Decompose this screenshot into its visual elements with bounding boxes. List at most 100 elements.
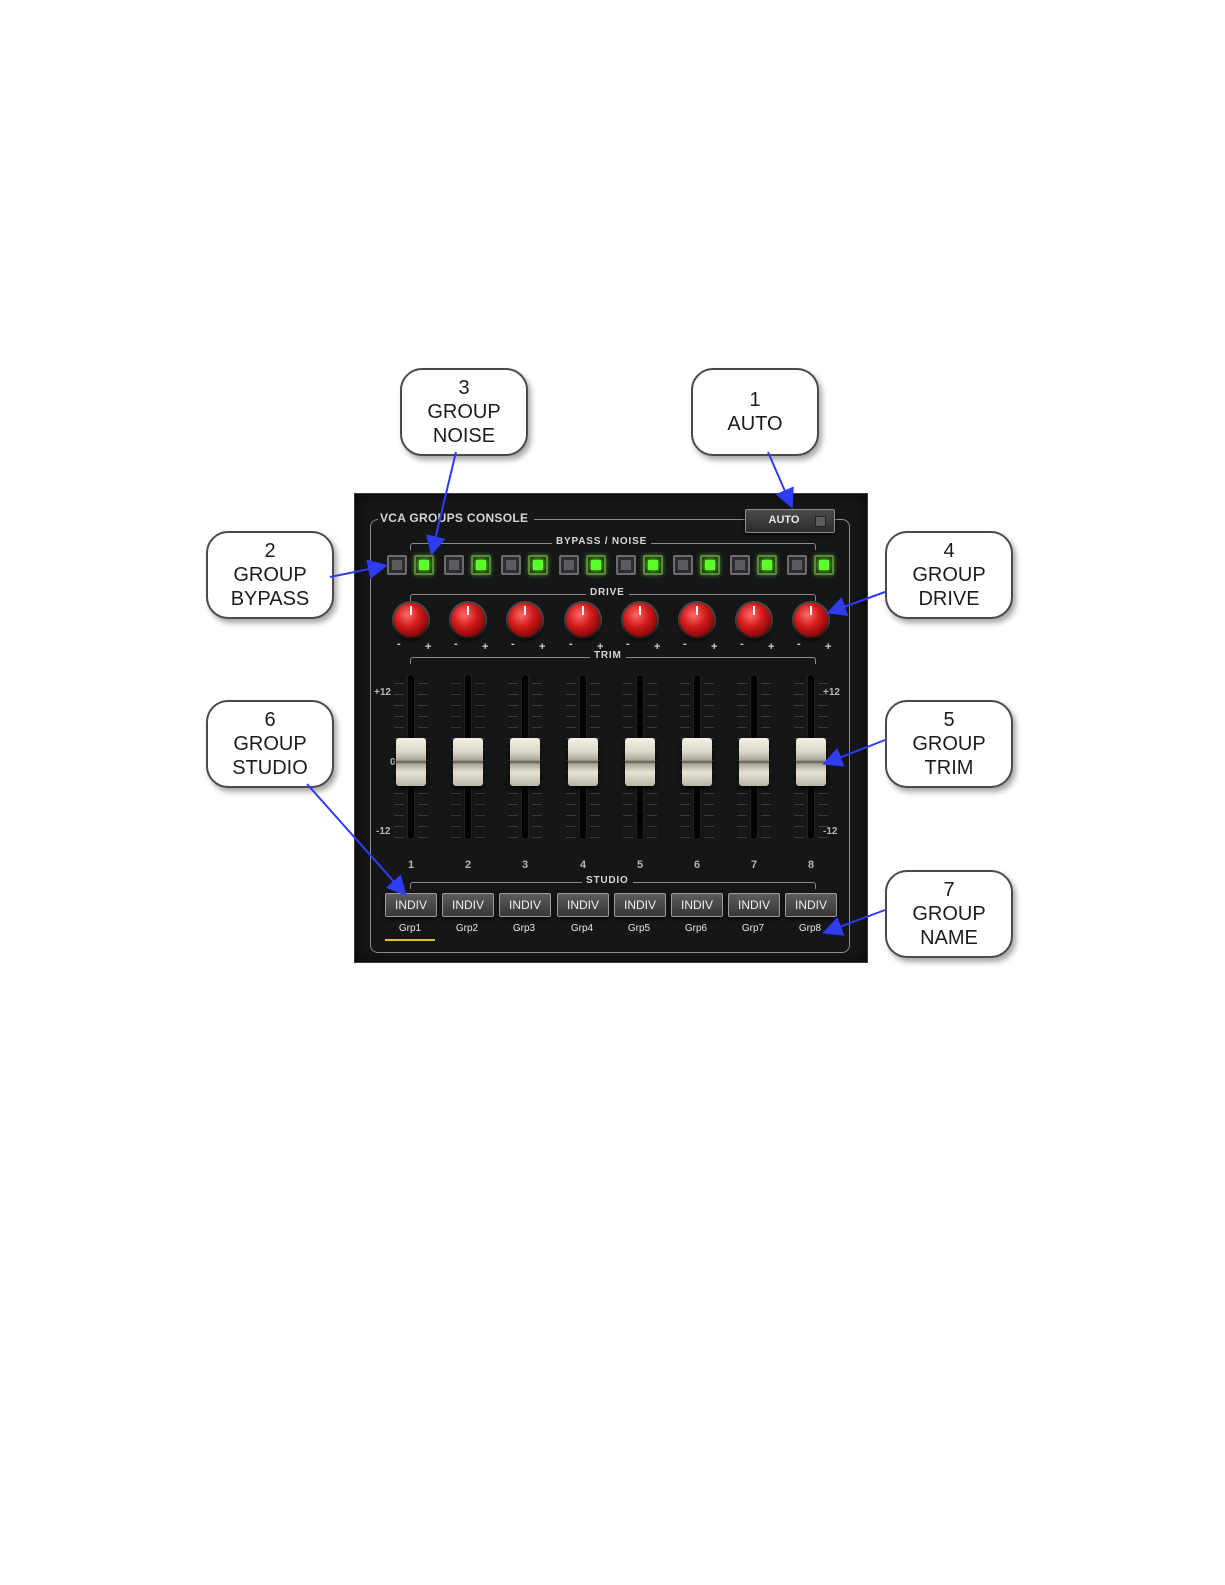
drive-knob-2[interactable] (451, 603, 485, 637)
noise-button-1[interactable] (414, 555, 434, 575)
noise-button-8[interactable] (814, 555, 834, 575)
trim-scale-tick (590, 705, 600, 706)
trim-scale-tick (451, 804, 461, 805)
trim-scale-tick (680, 716, 690, 717)
callout-group-trim: 5 GROUP TRIM (885, 700, 1013, 788)
drive-knob-6[interactable] (680, 603, 714, 637)
bypass-button-8[interactable] (787, 555, 807, 575)
studio-button-8[interactable]: INDIV (785, 893, 837, 917)
drive-plus-mark: + (711, 641, 718, 653)
trim-scale-tick (680, 683, 690, 684)
studio-button-6[interactable]: INDIV (671, 893, 723, 917)
trim-scale-tick (737, 793, 747, 794)
trim-scale-tick (508, 826, 518, 827)
trim-scale-tick (737, 826, 747, 827)
drive-minus-mark: - (626, 638, 630, 650)
callout-auto: 1 AUTO (691, 368, 819, 456)
channel-number-8: 8 (807, 859, 815, 871)
trim-scale-tick (590, 793, 600, 794)
studio-button-7[interactable]: INDIV (728, 893, 780, 917)
trim-scale-tick (475, 705, 485, 706)
drive-knob-7[interactable] (737, 603, 771, 637)
trim-scale-tick (566, 837, 576, 838)
group-name-2[interactable]: Grp2 (455, 923, 479, 934)
trim-scale-tick (818, 804, 828, 805)
group-name-8[interactable]: Grp8 (798, 923, 822, 934)
noise-button-6[interactable] (700, 555, 720, 575)
trim-scale-tick (590, 815, 600, 816)
trim-scale-tick (451, 694, 461, 695)
drive-minus-mark: - (569, 638, 573, 650)
drive-plus-mark: + (768, 641, 775, 653)
trim-scale-tick (394, 804, 404, 805)
group-name-4[interactable]: Grp4 (570, 923, 594, 934)
trim-scale-tick (394, 837, 404, 838)
trim-scale-tick (818, 716, 828, 717)
group-name-6[interactable]: Grp6 (684, 923, 708, 934)
trim-scale-tick (737, 727, 747, 728)
bypass-button-1[interactable] (387, 555, 407, 575)
studio-button-5[interactable]: INDIV (614, 893, 666, 917)
bypass-button-5[interactable] (616, 555, 636, 575)
trim-scale-tick (680, 793, 690, 794)
console-title: VCA GROUPS CONSOLE (378, 511, 535, 525)
trim-fader-8[interactable] (796, 738, 826, 786)
trim-fader-1[interactable] (396, 738, 426, 786)
bypass-button-6[interactable] (673, 555, 693, 575)
bypass-button-4[interactable] (559, 555, 579, 575)
trim-scale-tick (704, 727, 714, 728)
trim-scale-tick (532, 815, 542, 816)
trim-scale-tick (418, 727, 428, 728)
trim-fader-2[interactable] (453, 738, 483, 786)
trim-fader-5[interactable] (625, 738, 655, 786)
noise-button-7[interactable] (757, 555, 777, 575)
group-name-3[interactable]: Grp3 (512, 923, 536, 934)
bypass-button-7[interactable] (730, 555, 750, 575)
drive-knob-1[interactable] (394, 603, 428, 637)
trim-scale-tick (475, 815, 485, 816)
noise-button-4[interactable] (586, 555, 606, 575)
noise-button-5[interactable] (643, 555, 663, 575)
drive-plus-mark: + (482, 641, 489, 653)
drive-knob-4[interactable] (566, 603, 600, 637)
trim-fader-3[interactable] (510, 738, 540, 786)
group-name-5[interactable]: Grp5 (627, 923, 651, 934)
trim-scale-tick (737, 694, 747, 695)
drive-knob-3[interactable] (508, 603, 542, 637)
studio-button-3[interactable]: INDIV (499, 893, 551, 917)
trim-scale-tick (451, 837, 461, 838)
bypass-button-3[interactable] (501, 555, 521, 575)
callout-noise-line1: GROUP (427, 401, 501, 423)
studio-button-1[interactable]: INDIV (385, 893, 437, 917)
trim-scale-tick (647, 804, 657, 805)
trim-scale-tick (418, 683, 428, 684)
trim-scale-tick (794, 793, 804, 794)
trim-scale-tick (623, 815, 633, 816)
trim-fader-7[interactable] (739, 738, 769, 786)
trim-fader-6[interactable] (682, 738, 712, 786)
studio-button-2[interactable]: INDIV (442, 893, 494, 917)
trim-scale-tick (818, 727, 828, 728)
trim-scale-tick (647, 793, 657, 794)
trim-scale-tick (451, 793, 461, 794)
drive-knob-8[interactable] (794, 603, 828, 637)
trim-scale-tick (451, 727, 461, 728)
trim-scale-tick (704, 716, 714, 717)
drive-knob-5[interactable] (623, 603, 657, 637)
trim-scale-tick (508, 793, 518, 794)
callout-bypass-line1: GROUP (233, 564, 307, 586)
callout-group-bypass: 2 GROUP BYPASS (206, 531, 334, 619)
studio-button-4[interactable]: INDIV (557, 893, 609, 917)
channel-number-1: 1 (407, 859, 415, 871)
auto-button[interactable]: AUTO (745, 509, 835, 533)
callout-noise-number: 3 (458, 377, 470, 399)
noise-button-2[interactable] (471, 555, 491, 575)
bypass-button-2[interactable] (444, 555, 464, 575)
trim-fader-4[interactable] (568, 738, 598, 786)
group-name-1[interactable]: Grp1 (398, 923, 422, 934)
trim-scale-tick (680, 837, 690, 838)
trim-scale-tick (566, 804, 576, 805)
noise-button-3[interactable] (528, 555, 548, 575)
group-name-7[interactable]: Grp7 (741, 923, 765, 934)
trim-scale-tick (590, 716, 600, 717)
